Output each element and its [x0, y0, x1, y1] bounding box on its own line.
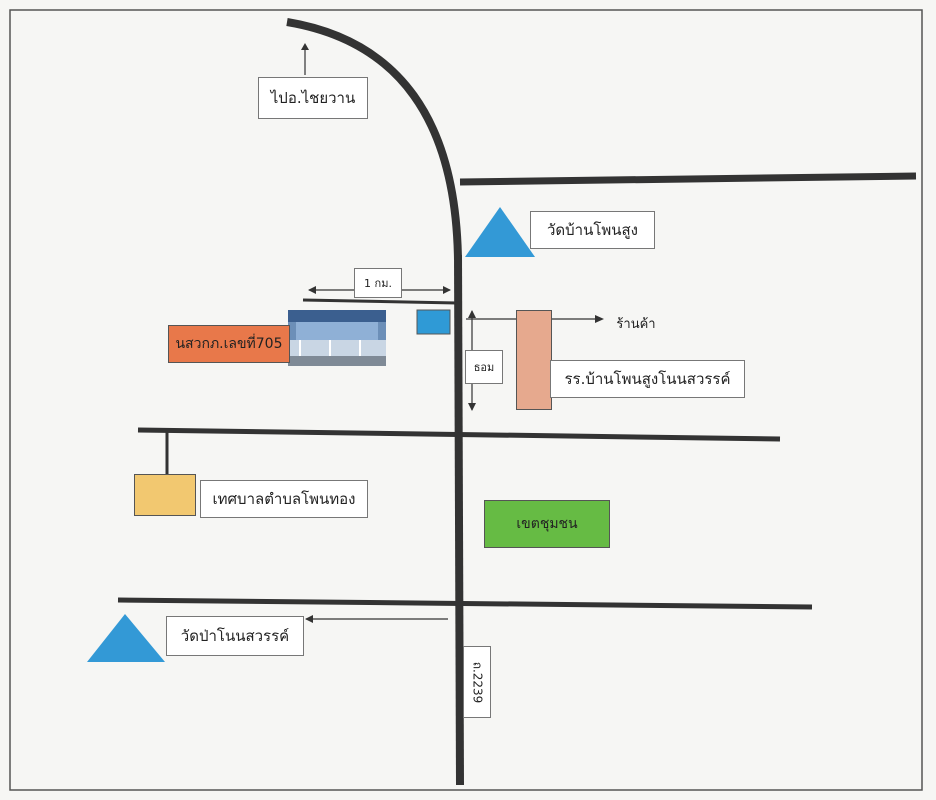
shop-arrow-head	[595, 315, 604, 323]
post-office-label: นสวกภ.เลขที่705	[168, 325, 290, 363]
label-distance-m: ธอม	[465, 350, 503, 384]
label-distance-1km: 1 กม.	[354, 268, 402, 298]
school-marker	[516, 310, 552, 410]
side-road-lower	[117, 597, 813, 610]
side-road-middle	[137, 427, 781, 442]
map-border	[9, 9, 923, 791]
temple-icon-north	[465, 207, 535, 257]
blue-marker	[416, 309, 451, 335]
road-number-label: ถ.2239	[463, 646, 491, 718]
side-road-short	[302, 298, 458, 305]
post-office-label-text: นสวกภ.เลขที่705	[175, 336, 283, 352]
label-wat-pa-non-sawan: วัดป่าโนนสวรรค์	[166, 616, 304, 656]
road-number-text: ถ.2239	[470, 661, 485, 703]
arrow-north-head	[301, 43, 309, 50]
label-school: รร.บ้านโพนสูงโนนสวรรค์	[550, 360, 745, 398]
main-road	[454, 254, 464, 786]
post-office-photo	[288, 310, 386, 366]
zone-label: เขตชุมชน	[516, 516, 578, 532]
temple-south-arrow-head	[305, 615, 313, 623]
municipality-marker	[134, 474, 196, 516]
temple-icon-south	[87, 614, 165, 662]
label-municipality: เทศบาลตำบลโพนทอง	[200, 480, 368, 518]
main-road-curve	[286, 18, 462, 261]
label-to-chaiwan: ไปอ.ไชยวาน	[258, 77, 368, 119]
zone-box: เขตชุมชน	[484, 500, 610, 548]
side-road-east-top	[459, 172, 917, 186]
distance-arrow-v-bottom	[468, 403, 476, 411]
label-wat-ban-phon-sung: วัดบ้านโพนสูง	[530, 211, 655, 249]
distance-arrow-v-top	[468, 310, 476, 318]
distance-arrow-h-left	[308, 286, 316, 294]
label-shop: ร้านค้า	[616, 316, 656, 332]
distance-arrow-h-right	[443, 286, 451, 294]
